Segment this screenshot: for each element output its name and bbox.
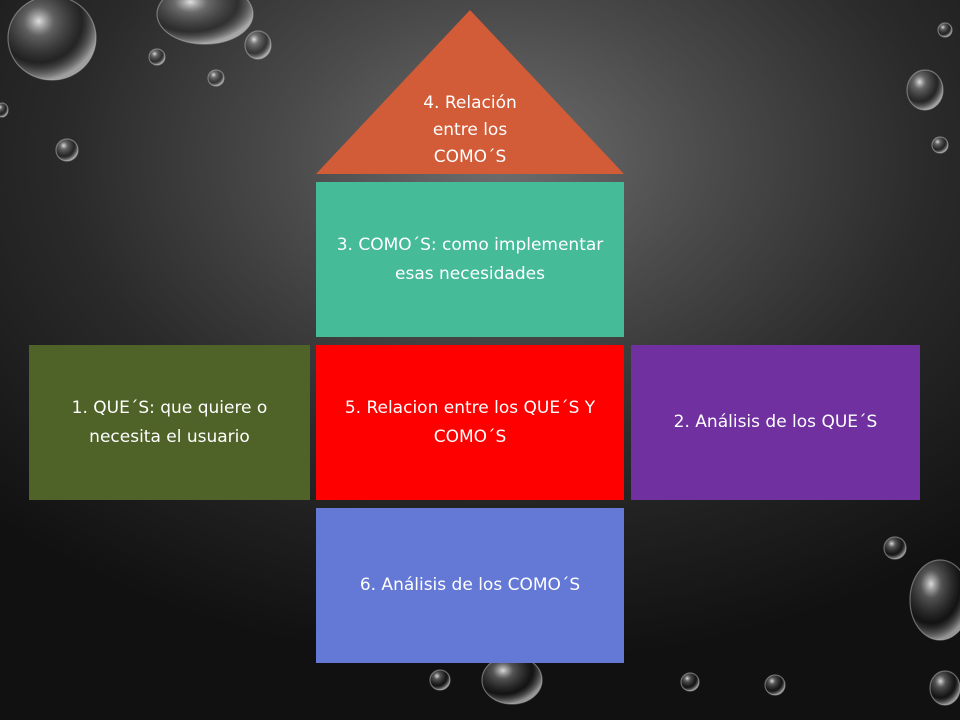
- block-ques: 1. QUE´S: que quiere o necesita el usuar…: [29, 345, 310, 500]
- block-comos-label: 3. COMO´S: como implementar esas necesid…: [336, 234, 604, 284]
- roof-triangle-shape: [316, 10, 624, 174]
- block-analisis-ques-label: 2. Análisis de los QUE´S: [673, 412, 878, 432]
- roof-label: 4. Relación entre los COMO´S: [423, 93, 517, 167]
- block-relacion-label: 5. Relacion entre los QUE´S Y COMO´S: [344, 397, 596, 447]
- block-ques-label: 1. QUE´S: que quiere o necesita el usuar…: [71, 397, 268, 447]
- block-comos: 3. COMO´S: como implementar esas necesid…: [316, 182, 624, 337]
- block-analisis-ques: 2. Análisis de los QUE´S: [631, 345, 920, 500]
- block-relacion: 5. Relacion entre los QUE´S Y COMO´S: [316, 345, 624, 500]
- block-analisis-comos-label: 6. Análisis de los COMO´S: [359, 575, 581, 595]
- block-analisis-comos: 6. Análisis de los COMO´S: [316, 508, 624, 663]
- roof-triangle: 4. Relación entre los COMO´S: [316, 10, 624, 174]
